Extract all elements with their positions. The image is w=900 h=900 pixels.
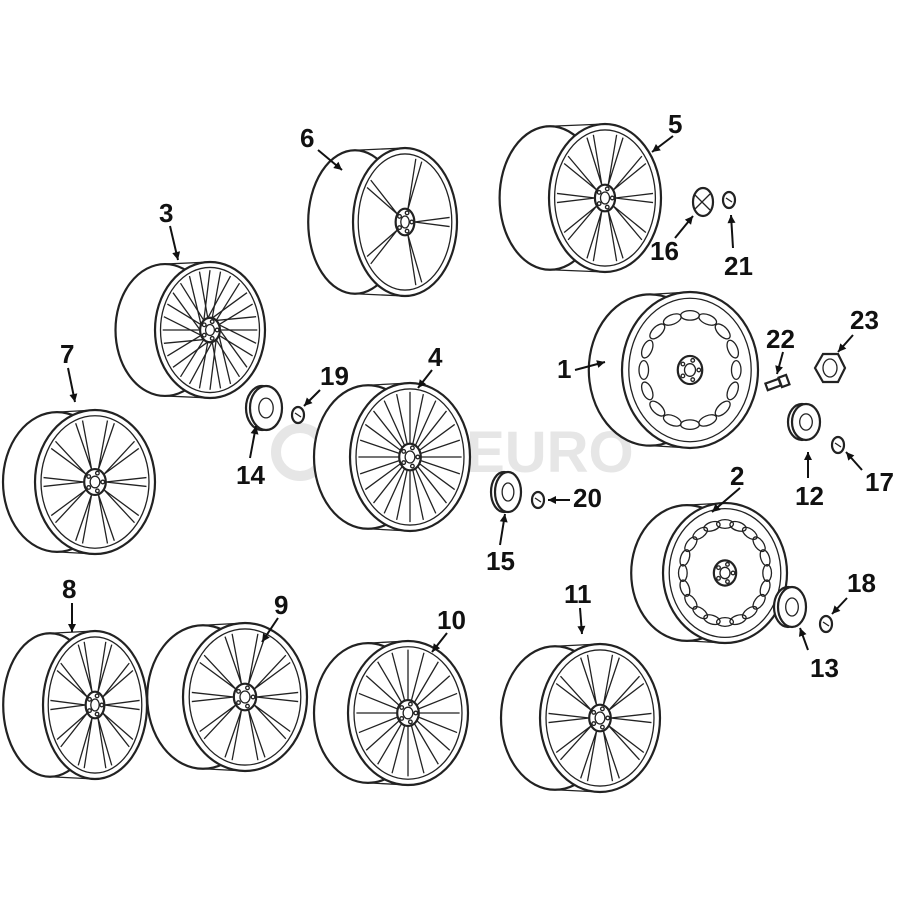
emblem-17: [830, 435, 846, 455]
leader-10: [431, 632, 448, 653]
callout-11: 11: [564, 579, 592, 609]
wheel-6: [307, 146, 459, 298]
leader-17: [845, 451, 863, 471]
callout-8: 8: [62, 574, 76, 604]
emblem-18: [818, 614, 834, 634]
callout-4: 4: [428, 342, 443, 372]
center-cap-13: [772, 585, 808, 629]
leader-3: [169, 225, 181, 261]
wheel-4: [312, 381, 472, 533]
leader-5: [651, 135, 674, 153]
wheel-11: [499, 642, 662, 794]
leader-23: [837, 334, 854, 353]
leader-15: [499, 513, 508, 546]
leader-8: [68, 603, 76, 632]
wheel-1: [587, 290, 760, 450]
leader-20: [548, 496, 570, 504]
leader-13: [798, 627, 809, 651]
wheel-5: [498, 122, 663, 274]
center-cap-clip-16: [691, 186, 715, 218]
leader-12: [804, 452, 812, 478]
leader-19: [303, 389, 321, 407]
center-cap-12: [786, 402, 822, 442]
lock-nut-23: [813, 352, 847, 384]
emblem-21: [721, 190, 737, 210]
callout-15: 15: [486, 546, 515, 576]
leader-9: [261, 617, 279, 643]
leader-7: [67, 367, 78, 403]
small-parts-layer: [244, 186, 847, 634]
leader-6: [317, 149, 343, 171]
leader-1: [574, 360, 606, 371]
callout-leaders: [67, 135, 863, 653]
callout-19: 19: [320, 361, 349, 391]
callout-5: 5: [668, 109, 682, 139]
wheel-7: [1, 408, 157, 556]
callout-13: 13: [810, 653, 839, 683]
wheel-9: [146, 621, 309, 773]
callout-6: 6: [300, 123, 314, 153]
center-cap-14: [244, 384, 284, 432]
leader-21: [727, 214, 736, 249]
leader-2: [711, 487, 741, 513]
callout-20: 20: [573, 483, 602, 513]
leader-11: [577, 607, 586, 635]
wheel-8: [2, 629, 149, 781]
callout-17: 17: [865, 467, 894, 497]
callout-22: 22: [766, 324, 795, 354]
leader-16: [674, 215, 694, 239]
callout-18: 18: [847, 568, 876, 598]
wheel-bolt-22: [763, 373, 791, 392]
callout-12: 12: [795, 481, 824, 511]
callout-1: 1: [557, 354, 571, 384]
callout-3: 3: [159, 198, 173, 228]
callout-14: 14: [236, 460, 265, 490]
callout-10: 10: [437, 605, 466, 635]
leader-4: [417, 369, 433, 389]
emblem-20: [530, 490, 546, 510]
wheel-10: [312, 639, 470, 787]
leader-22: [775, 351, 784, 375]
callout-16: 16: [650, 236, 679, 266]
wheel-3: [114, 260, 267, 400]
callout-labels: 1 2 3 4 5 6 7 8 9 10 11 12 13 14 15 16 1…: [60, 109, 894, 683]
callout-2: 2: [730, 461, 744, 491]
wheels-layer: [1, 122, 789, 794]
callout-23: 23: [850, 305, 879, 335]
center-cap-15: [489, 470, 523, 514]
callout-21: 21: [724, 251, 753, 281]
leader-14: [249, 425, 259, 459]
leader-18: [831, 597, 848, 615]
emblem-19: [290, 405, 306, 425]
callout-9: 9: [274, 590, 288, 620]
wheel-2: [630, 501, 789, 645]
callout-7: 7: [60, 339, 74, 369]
